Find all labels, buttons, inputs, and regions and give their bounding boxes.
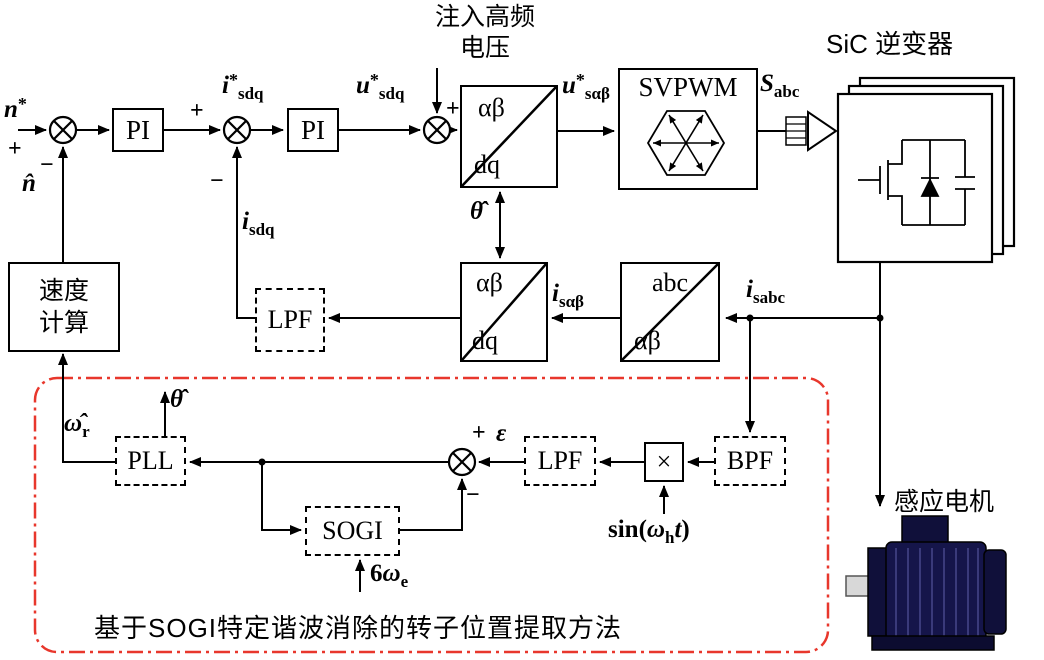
dq-to-alphabeta-transform-block: αβ dq	[460, 85, 558, 188]
label-6-omega-e: 6ωe	[370, 560, 409, 591]
label-isdq: isdq	[242, 208, 275, 239]
speed-calculation-block: 速度 计算	[8, 262, 120, 352]
lpf2-label: LPF	[537, 446, 583, 475]
wire-branch-to-sogi	[261, 462, 302, 535]
svpwm-block: SVPWM	[618, 68, 758, 190]
alphabeta-to-dq-transform-block: αβ dq	[460, 262, 548, 362]
sum2-minus-sign: −	[210, 168, 224, 194]
pi2-label: PI	[300, 114, 325, 145]
junction-dots	[258, 314, 884, 466]
alphabeta-label: αβ	[478, 93, 505, 122]
label-usab-ref: u*sαβ	[562, 70, 610, 103]
induction-motor-image	[845, 515, 1007, 651]
sic-inverter-image	[836, 76, 1016, 264]
signal-wires	[18, 68, 885, 592]
transform-diagonal	[462, 87, 556, 186]
label-theta-hat-top: θ̂	[470, 198, 483, 225]
sum2-plus-sign: +	[190, 98, 204, 124]
alphabeta-label: αβ	[634, 326, 661, 355]
label-isdq-ref: i*sdq	[222, 70, 264, 103]
label-n-ref: n*	[4, 94, 27, 123]
multiply-icon: ×	[656, 447, 672, 476]
wire-pll-to-speedcalc	[58, 353, 115, 463]
lpf-demodulation-block: LPF	[524, 436, 596, 486]
abc-to-alphabeta-transform-block: abc αβ	[620, 262, 720, 362]
speed-calc-text: 速度 计算	[38, 277, 89, 337]
label-sabc: Sabc	[760, 70, 800, 101]
lpf-current-block: LPF	[255, 288, 325, 352]
sum3-plus-sign: +	[446, 96, 460, 122]
alphabeta-label: αβ	[476, 268, 503, 297]
pll-label: PLL	[127, 446, 174, 475]
sum-junction-injection	[422, 115, 452, 145]
sogi-block: SOGI	[305, 506, 400, 556]
label-sic-inverter: SiC 逆变器	[826, 29, 954, 59]
label-sin-omega-h-t: sin(ωht)	[608, 516, 690, 547]
label-injected-hf-voltage: 注入高频 电压	[434, 3, 535, 62]
sum-junctions	[48, 115, 477, 477]
sum1-plus-sign: +	[8, 136, 22, 162]
sum1-minus-sign: −	[40, 152, 54, 178]
wire-sogi-to-sum4	[400, 478, 467, 531]
label-n-hat: n̂	[22, 170, 36, 197]
label-omega-r-hat: ω̂r	[64, 410, 90, 441]
sum-junction-pll-error	[447, 447, 477, 477]
lpf1-label: LPF	[267, 305, 313, 334]
label-method-caption: 基于SOGI特定谐波消除的转子位置提取方法	[94, 613, 623, 643]
highlight-region-border	[33, 376, 830, 654]
motor-cooling-fins	[895, 548, 979, 636]
sum4-minus-sign: −	[466, 482, 480, 508]
sum-junction-current	[222, 115, 252, 145]
transform-diagonal	[462, 264, 546, 360]
sum-junction-speed	[48, 115, 78, 145]
bpf-label: BPF	[726, 446, 774, 475]
wire-isdq-feedback	[232, 146, 255, 319]
pi-speed-controller-block: PI	[112, 108, 164, 152]
multiplier-block: ×	[644, 442, 684, 482]
sogi-label: SOGI	[322, 516, 383, 545]
label-induction-motor: 感应电机	[894, 488, 995, 516]
bpf-block: BPF	[714, 436, 786, 486]
svpwm-label: SVPWM	[638, 72, 738, 102]
abc-label: abc	[652, 268, 689, 297]
label-epsilon: ε	[496, 420, 507, 447]
label-isabc: isabc	[746, 276, 786, 307]
label-usdq-ref: u*sdq	[356, 70, 405, 103]
space-vector-hexagon-icon	[646, 110, 726, 176]
gate-driver-icon	[785, 110, 838, 152]
label-theta-hat-pll: θ̂	[170, 386, 183, 413]
label-isab: isαβ	[552, 280, 585, 311]
pi-current-controller-block: PI	[287, 108, 339, 152]
dq-label: dq	[474, 150, 500, 179]
sum4-plus-sign: +	[472, 420, 486, 446]
transform-diagonal	[622, 264, 718, 360]
pi1-label: PI	[125, 114, 150, 145]
pll-block: PLL	[115, 436, 186, 486]
dq-label: dq	[472, 326, 498, 355]
inverter-circuit-sketch	[858, 139, 975, 226]
